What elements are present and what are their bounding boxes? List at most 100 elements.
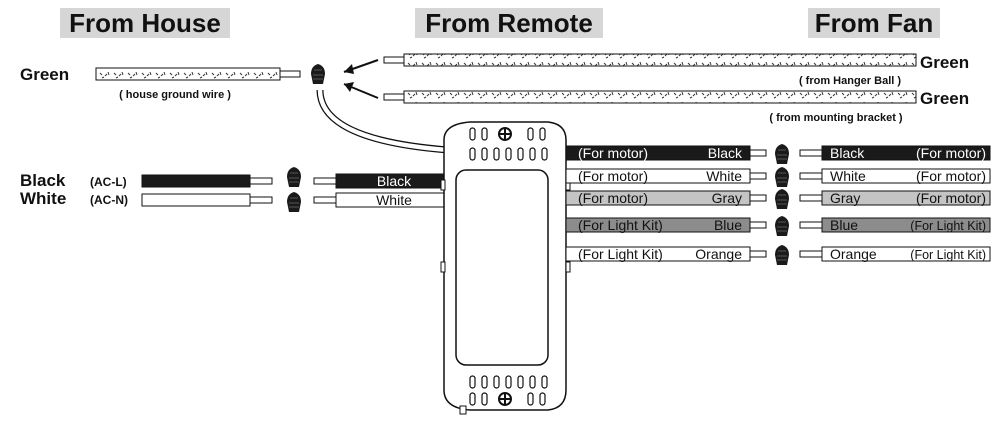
fan-wire-purpose: (For Light Kit) bbox=[910, 248, 986, 262]
remote-output-purpose: (For motor) bbox=[578, 168, 648, 184]
remote-output-color: White bbox=[706, 168, 742, 184]
fan-wire-color: Gray bbox=[830, 190, 860, 206]
remote-black-label: Black bbox=[377, 173, 412, 189]
vent-slot bbox=[529, 147, 536, 161]
wire-nut-icon bbox=[774, 143, 790, 165]
remote-output-wire-tip bbox=[749, 172, 767, 180]
fan-wire-purpose: (For motor) bbox=[916, 145, 986, 161]
arrow-icon bbox=[344, 82, 354, 92]
vent-slot bbox=[527, 392, 534, 406]
fan-wires: Black (For motor) White (For motor) Gray (For… bbox=[799, 145, 991, 262]
remote-output-wire-tip bbox=[749, 149, 767, 157]
vent-slot bbox=[481, 127, 488, 141]
vent-slot bbox=[481, 147, 488, 161]
fan-wire-tip bbox=[799, 149, 823, 157]
vent-slot bbox=[469, 147, 476, 161]
vent-slot bbox=[481, 375, 488, 389]
fan-wire bbox=[821, 145, 991, 161]
arrow-icon bbox=[344, 64, 354, 74]
vent-slot bbox=[469, 127, 476, 141]
wire-nut-icon bbox=[774, 244, 790, 266]
vent-slot bbox=[481, 392, 488, 406]
house-ground-wire bbox=[95, 67, 281, 81]
vent-slot bbox=[541, 147, 548, 161]
header-house: From House bbox=[69, 8, 221, 38]
remote-output-color: Gray bbox=[712, 190, 742, 206]
wire-nut-icon bbox=[774, 166, 790, 188]
header-remote-bg bbox=[415, 8, 603, 38]
vent-slot bbox=[469, 375, 476, 389]
house-white-tag: (AC-N) bbox=[90, 193, 128, 207]
hanger-note: ( from Hanger Ball ) bbox=[799, 75, 901, 87]
remote-output-color: Blue bbox=[714, 217, 742, 233]
fan-green-top-label: Green bbox=[920, 53, 969, 72]
remote-output-purpose: (For Light Kit) bbox=[578, 217, 663, 233]
bracket-note: ( from mounting bracket ) bbox=[769, 112, 903, 124]
house-black-tag: (AC-L) bbox=[90, 175, 127, 189]
fan-wire bbox=[821, 246, 991, 262]
vent-slot bbox=[529, 375, 536, 389]
house-black-label: Black bbox=[20, 171, 66, 190]
fan-wire-purpose: (For motor) bbox=[916, 168, 986, 184]
vent-slot bbox=[539, 392, 546, 406]
receiver-unit bbox=[440, 121, 571, 415]
vent-slot bbox=[505, 375, 512, 389]
remote-output-wires: (For motor) Black (For motor) White (For mot… bbox=[565, 143, 790, 266]
remote-black-wire-tip bbox=[313, 177, 337, 185]
header-remote: From Remote bbox=[425, 8, 593, 38]
header-house-bg bbox=[60, 8, 230, 38]
vent-slot bbox=[539, 127, 546, 141]
vent-slot bbox=[541, 375, 548, 389]
fan-wire-purpose: (For motor) bbox=[916, 190, 986, 206]
house-white-wire bbox=[141, 193, 251, 207]
fan-wire bbox=[821, 168, 991, 184]
fan-wire bbox=[821, 217, 991, 233]
remote-output-color: Black bbox=[708, 145, 743, 161]
vent-slot bbox=[517, 147, 524, 161]
fan-wire-tip bbox=[799, 250, 823, 258]
fan-ground-wire-bracket bbox=[403, 90, 917, 104]
house-black-wire bbox=[141, 174, 251, 188]
header-fan-bg bbox=[808, 8, 940, 38]
remote-ground-lead-inner bbox=[317, 89, 449, 153]
header-fan: From Fan bbox=[815, 8, 933, 38]
fan-wire-purpose: (For Light Kit) bbox=[910, 219, 986, 233]
wire-nut-icon bbox=[774, 188, 790, 210]
wire-nut-icon bbox=[286, 191, 302, 213]
wire-nut-icon bbox=[286, 166, 302, 188]
vent-slot bbox=[517, 375, 524, 389]
remote-output-purpose: (For Light Kit) bbox=[578, 246, 663, 262]
fan-wire-color: Black bbox=[830, 145, 865, 161]
fan-wire-color: Blue bbox=[830, 217, 858, 233]
wire-nut-icon bbox=[774, 215, 790, 237]
remote-output-color: Orange bbox=[695, 246, 742, 262]
fan-wire-tip bbox=[799, 194, 823, 202]
vent-slot bbox=[493, 147, 500, 161]
remote-output-purpose: (For motor) bbox=[578, 190, 648, 206]
remote-output-wire-tip bbox=[749, 221, 767, 229]
remote-output-wire-tip bbox=[749, 194, 767, 202]
fan-ground-wire-hanger bbox=[403, 53, 917, 67]
house-green-label: Green bbox=[20, 65, 69, 84]
house-ground-note: ( house ground wire ) bbox=[119, 89, 231, 101]
remote-white-wire-tip bbox=[313, 196, 337, 204]
vent-slot bbox=[493, 375, 500, 389]
vent-slot bbox=[469, 392, 476, 406]
house-ground-wire-tip bbox=[279, 70, 301, 78]
wire-nut-icon bbox=[310, 63, 326, 85]
remote-output-purpose: (For motor) bbox=[578, 145, 648, 161]
vent-slot bbox=[527, 127, 534, 141]
fan-wire bbox=[821, 190, 991, 206]
remote-output-wire-tip bbox=[749, 250, 767, 258]
fan-ground-wire-tip-top bbox=[383, 56, 405, 64]
fan-green-bottom-label: Green bbox=[920, 89, 969, 108]
fan-wire-color: White bbox=[830, 168, 866, 184]
house-white-label: White bbox=[20, 189, 66, 208]
fan-ground-wire-tip-bottom bbox=[383, 93, 405, 101]
vent-slot bbox=[505, 147, 512, 161]
fan-wire-tip bbox=[799, 221, 823, 229]
house-white-wire-tip bbox=[249, 196, 273, 204]
fan-wire-color: Orange bbox=[830, 246, 877, 262]
remote-white-label: White bbox=[376, 192, 412, 208]
